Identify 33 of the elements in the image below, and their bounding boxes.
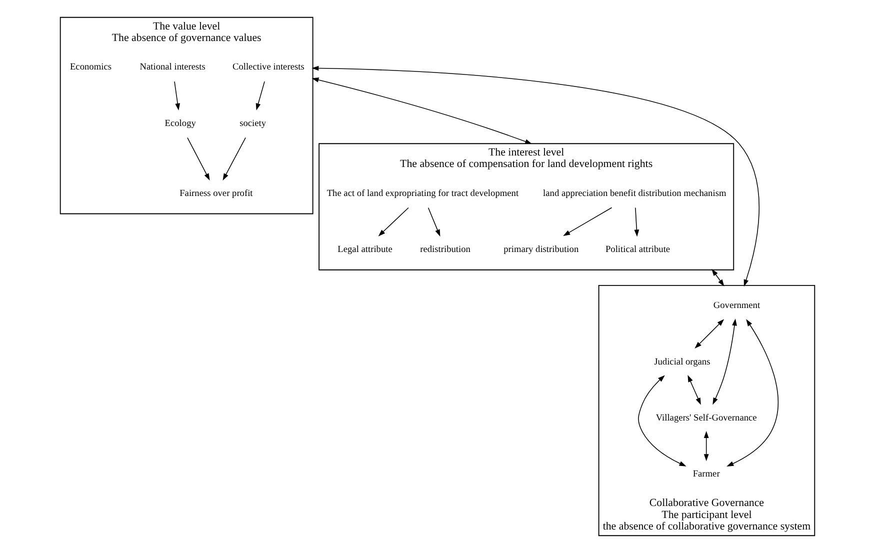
- arrow: [638, 375, 686, 466]
- arrow: [222, 137, 246, 180]
- node-text: redistribution: [420, 245, 470, 256]
- arrow: [703, 431, 708, 462]
- node-text: Political attribute: [604, 245, 670, 256]
- node-text: society: [239, 118, 266, 129]
- node-text: National interests: [139, 62, 205, 73]
- node-text: The act of land expropriating for tract development: [326, 188, 518, 199]
- arrow: [712, 318, 736, 405]
- arrow: [726, 319, 778, 466]
- arrow: [427, 207, 440, 237]
- arrow: [687, 375, 700, 405]
- node-text: Collective interests: [232, 62, 304, 73]
- arrow: [174, 81, 180, 110]
- node-text: Ecology: [164, 118, 196, 129]
- node-text: Government: [712, 301, 760, 312]
- arrow: [311, 78, 532, 144]
- node-text: Farmer: [692, 469, 720, 480]
- node-text: Economics: [69, 62, 112, 73]
- node-text: primary distribution: [503, 245, 578, 256]
- arrow: [378, 207, 408, 236]
- node-text: Fairness over profit: [179, 188, 252, 199]
- arrow: [186, 137, 210, 180]
- arrow: [694, 319, 724, 349]
- arrow: [311, 66, 759, 287]
- node-text: Legal attribute: [337, 245, 392, 256]
- arrow: [634, 207, 639, 237]
- node-text: Villagers' Self-Governance: [655, 413, 756, 424]
- arrow: [255, 81, 264, 110]
- arrow: [711, 268, 724, 286]
- node-text: Judicial organs: [654, 357, 710, 368]
- node-text: land appreciation benefit distribution mechanism: [542, 188, 726, 199]
- arrow: [562, 207, 612, 236]
